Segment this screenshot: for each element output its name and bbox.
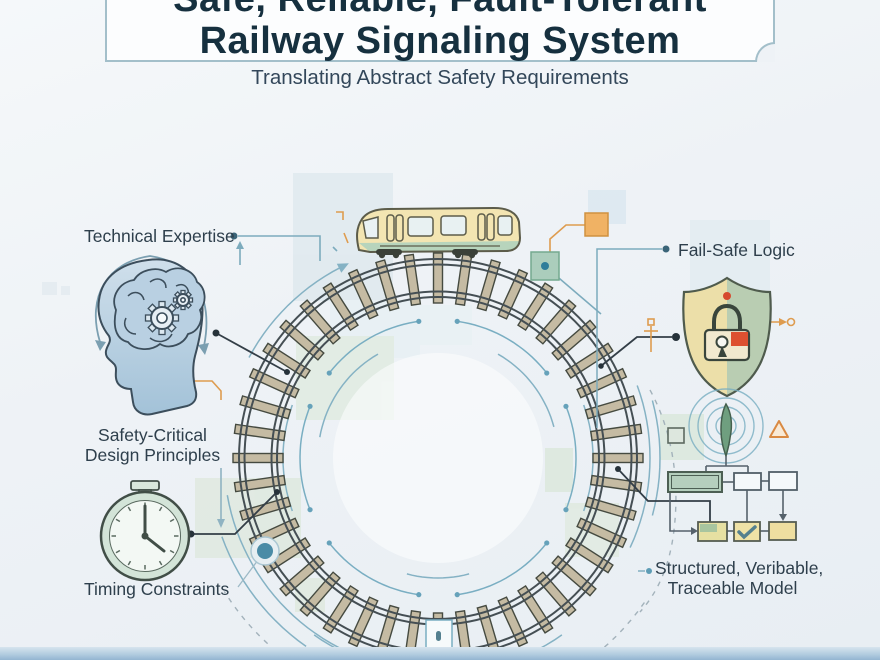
rotation-arrows [95,255,208,347]
label-technical-expertise: Technical Expertise [84,226,235,246]
label-safety-critical-line1: Safety-Critical [98,425,207,445]
train-windows [407,215,513,237]
label-safety-critical-line2: Design Principles [84,445,221,465]
title-box: Safe, Reliable, Fault-Tolerant Railway S… [105,0,775,62]
signal-node-dot [250,536,280,566]
checkmark-icon [737,525,757,540]
page-subtitle: Translating Abstract Safety Requirements [251,66,629,89]
connector-lines [175,224,711,588]
brain-with-gears-icon [95,255,209,416]
label-structured-line1: Structured, Veribable, [655,558,824,578]
label-structured-model: Structured, Veribable, Traceable Model [655,558,823,598]
lock-red-accent [731,332,748,346]
label-timing-constraints: Timing Constraints [84,579,230,599]
circular-railway-track [232,252,644,660]
inner-segmented-circle [299,318,577,598]
center-glow [333,353,543,563]
label-fail-safe-logic: Fail-Safe Logic [678,240,795,260]
train-wheels [376,249,478,259]
dashed-guide-curve [639,389,677,613]
orange-node-square [584,212,609,237]
warning-triangle-icon [769,420,789,438]
driver-window [362,216,379,239]
label-safety-critical-design-principles: Safety-Critical Design Principles [80,425,225,465]
lock-shackle [712,303,742,331]
model-flowchart-diagram [667,427,798,542]
page-title-line2: Railway Signaling System [199,20,681,62]
tram-train-icon [356,206,522,259]
small-node-square [667,427,685,444]
page-title-line1: Safe, Reliable, Fault-Tolerant [107,0,773,21]
train-doors [386,213,495,242]
bottom-accent-bar [0,647,880,660]
shield-lock-icon [682,276,772,398]
teal-node-square [530,251,560,281]
keyhole [715,335,729,349]
label-structured-line2: Traceable Model [667,578,798,598]
stopwatch-icon [99,480,191,582]
status-dot [723,292,731,300]
signal-antenna-icon [688,388,764,466]
